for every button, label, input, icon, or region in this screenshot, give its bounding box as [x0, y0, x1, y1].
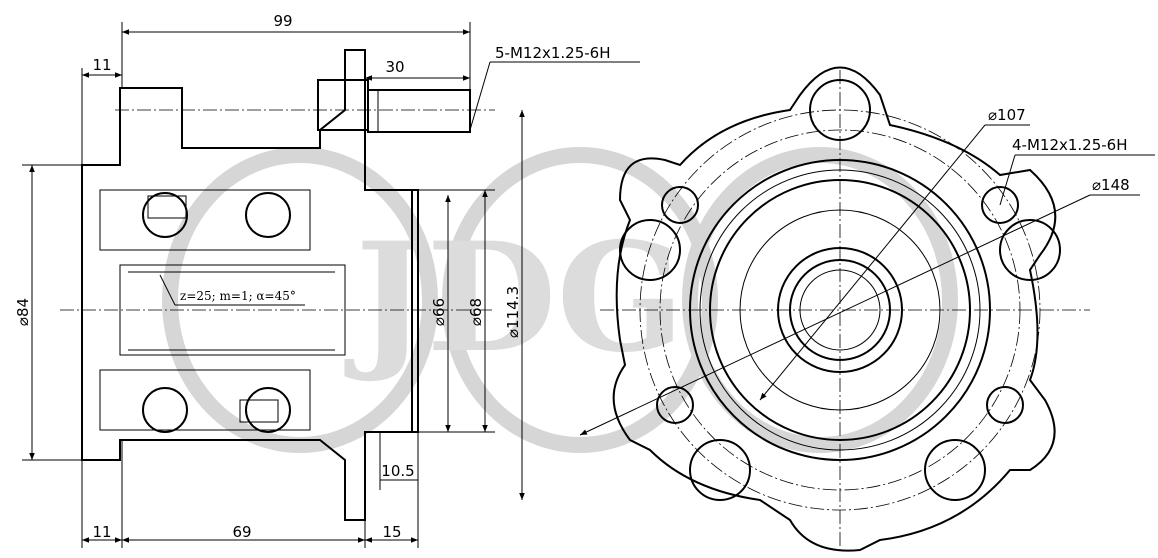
dim-bottom-right: 15 — [382, 523, 401, 541]
dim-pilot-offset: 10.5 — [381, 462, 414, 480]
dim-outer-ring: ⌀107 — [988, 106, 1026, 124]
dim-bottom-mid: 69 — [232, 523, 251, 541]
bolt-thread-label: 4-M12x1.25-6H — [1012, 136, 1128, 154]
dim-left-top: 11 — [92, 56, 111, 74]
dim-pilot-dia-2: ⌀68 — [467, 298, 485, 326]
watermark-logo: JDG — [162, 147, 958, 453]
front-view: ⌀107 4-M12x1.25-6H ⌀148 — [579, 66, 1155, 552]
dim-flange-to-stud: 30 — [385, 58, 404, 76]
dim-outer-dia: ⌀84 — [14, 298, 32, 326]
dim-left-bottom: 11 — [92, 523, 111, 541]
spline-note: z=25; m=1; α=45° — [180, 289, 296, 303]
watermark-text: JDG — [344, 210, 684, 386]
dim-pilot-dia-1: ⌀66 — [430, 298, 448, 326]
stud-thread-label: 5-M12x1.25-6H — [495, 44, 611, 62]
dim-overall-width: 99 — [273, 12, 292, 30]
dim-pcd: ⌀114.3 — [504, 286, 522, 338]
dim-bolt-circle: ⌀148 — [1092, 176, 1130, 194]
side-section-view: 99 30 11 5-M12x1.25-6H ⌀84 ⌀66 ⌀68 ⌀114.… — [14, 12, 640, 548]
